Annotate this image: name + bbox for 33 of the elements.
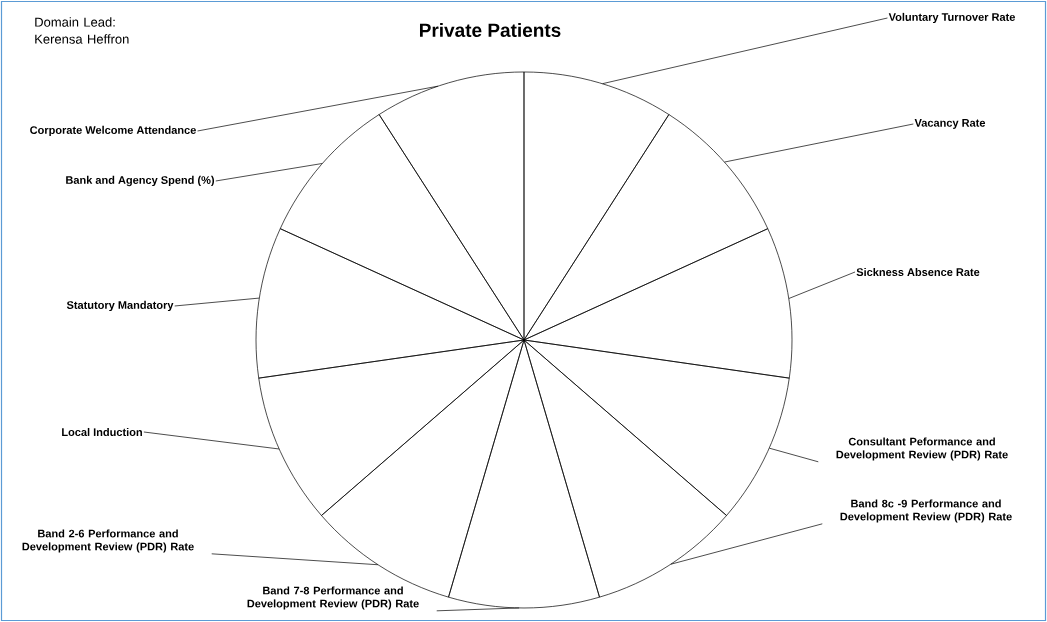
leader-line <box>788 271 856 299</box>
title: Private Patients <box>420 23 561 37</box>
leader-line <box>174 297 260 307</box>
leader-line <box>143 431 280 450</box>
wheel-sector <box>378 71 525 341</box>
note-text: Domain Lead: Kerensa Heffron <box>35 17 129 44</box>
leader-line <box>197 85 439 132</box>
segment-label: Band 7-8 Performance and Development Review (PDR) Rate <box>247 586 419 610</box>
wheel-sector <box>279 114 525 341</box>
leader-line <box>436 607 520 612</box>
segment-label: Statutory Mandatory <box>66 300 174 312</box>
segment-label: Local Induction <box>62 427 142 437</box>
leader-line <box>602 17 888 84</box>
wheel-sector <box>523 228 793 379</box>
segment-label: Band 8c -9 Performance and Development Review (PDR) Rate <box>840 499 1012 523</box>
segment-label: Corporate Welcome Attendance <box>30 125 196 137</box>
leader-line <box>769 447 819 463</box>
wheel-sector <box>255 228 525 379</box>
segment-label: Consultant Peformance and Development Review (PDR) Rate <box>836 437 1008 461</box>
segment-label: Band 2-6 Performance and Development Review (PDR) Rate <box>22 529 194 553</box>
leader-line <box>670 523 823 565</box>
leader-line <box>724 123 914 163</box>
segment-label: Bank and Agency Spend (%) <box>66 175 214 187</box>
leader-line <box>211 553 379 566</box>
wheel-sector <box>523 339 790 516</box>
wheel-sector <box>258 339 525 516</box>
segment-label: Voluntary Turnover Rate <box>888 12 1015 24</box>
wheel-sector <box>523 339 727 598</box>
leader-line <box>215 163 323 182</box>
wheel-sector <box>448 339 600 609</box>
segment-label: Vacancy Rate <box>914 119 986 129</box>
wheel-sector <box>523 114 769 341</box>
segment-label: Sickness Absence Rate <box>856 267 980 277</box>
